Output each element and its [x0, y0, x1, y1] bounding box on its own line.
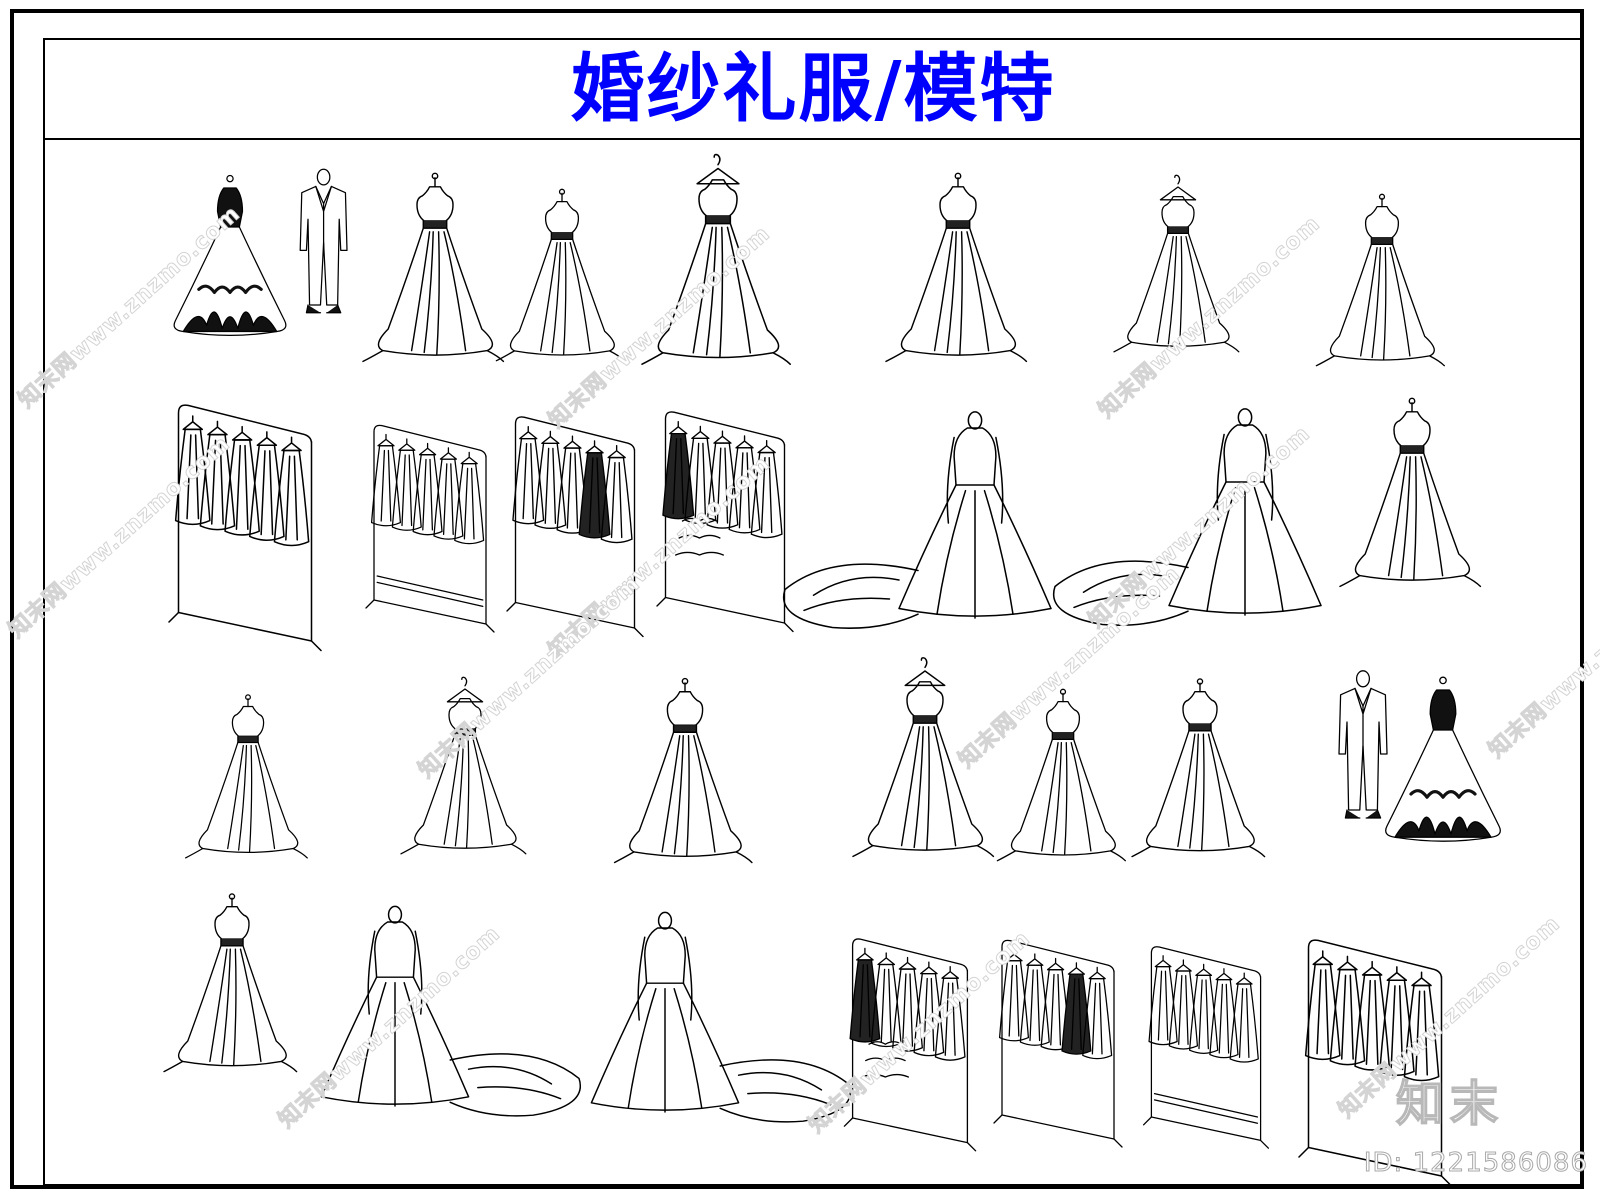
strapless-dress-figure [495, 188, 625, 362]
strapless-dress-figure [1131, 678, 1266, 858]
drawing-inner-frame: 婚纱礼服/模特 [43, 38, 1583, 1186]
image-id-label: ID: 1221586086 [1363, 1148, 1588, 1179]
long-train-gown-figure [782, 411, 1052, 629]
long-train-gown-figure [590, 911, 851, 1123]
strapless-dress-figure [362, 172, 505, 363]
dress-with-suit-figure [1338, 670, 1501, 842]
strapless-dress-figure [1315, 193, 1445, 367]
strapless-dress-figure [996, 688, 1126, 862]
strapless-dress-figure [613, 677, 753, 864]
sheet-title: 婚纱礼服/模特 [570, 46, 1056, 132]
garment-rack-figure [843, 938, 977, 1152]
title-bar: 婚纱礼服/模特 [45, 40, 1581, 140]
garment-rack-figure [993, 939, 1123, 1148]
long-train-gown-figure [1052, 408, 1322, 626]
dress-with-suit-figure [173, 168, 348, 337]
strapless-dress-figure [163, 893, 298, 1073]
hanger-dress-figure [852, 657, 995, 858]
garment-rack-figure [506, 416, 644, 638]
brand-logo-text: 知末 [1395, 1075, 1504, 1133]
hanger-dress-figure [1113, 174, 1240, 353]
strapless-dress-figure [1339, 397, 1482, 588]
garment-rack-figure [656, 411, 794, 633]
garment-rack-figure [365, 424, 495, 633]
long-train-gown-figure [320, 905, 581, 1117]
strapless-dress-figure [885, 172, 1028, 363]
hanger-dress-figure [641, 153, 791, 365]
garment-rack-figure [1298, 939, 1452, 1187]
garment-rack-figure [168, 404, 322, 652]
garment-rack-figure [1142, 946, 1270, 1149]
hanger-dress-figure [400, 676, 527, 855]
strapless-dress-figure [184, 694, 308, 859]
drawing-sheet-frame: 婚纱礼服/模特 [10, 9, 1584, 1189]
